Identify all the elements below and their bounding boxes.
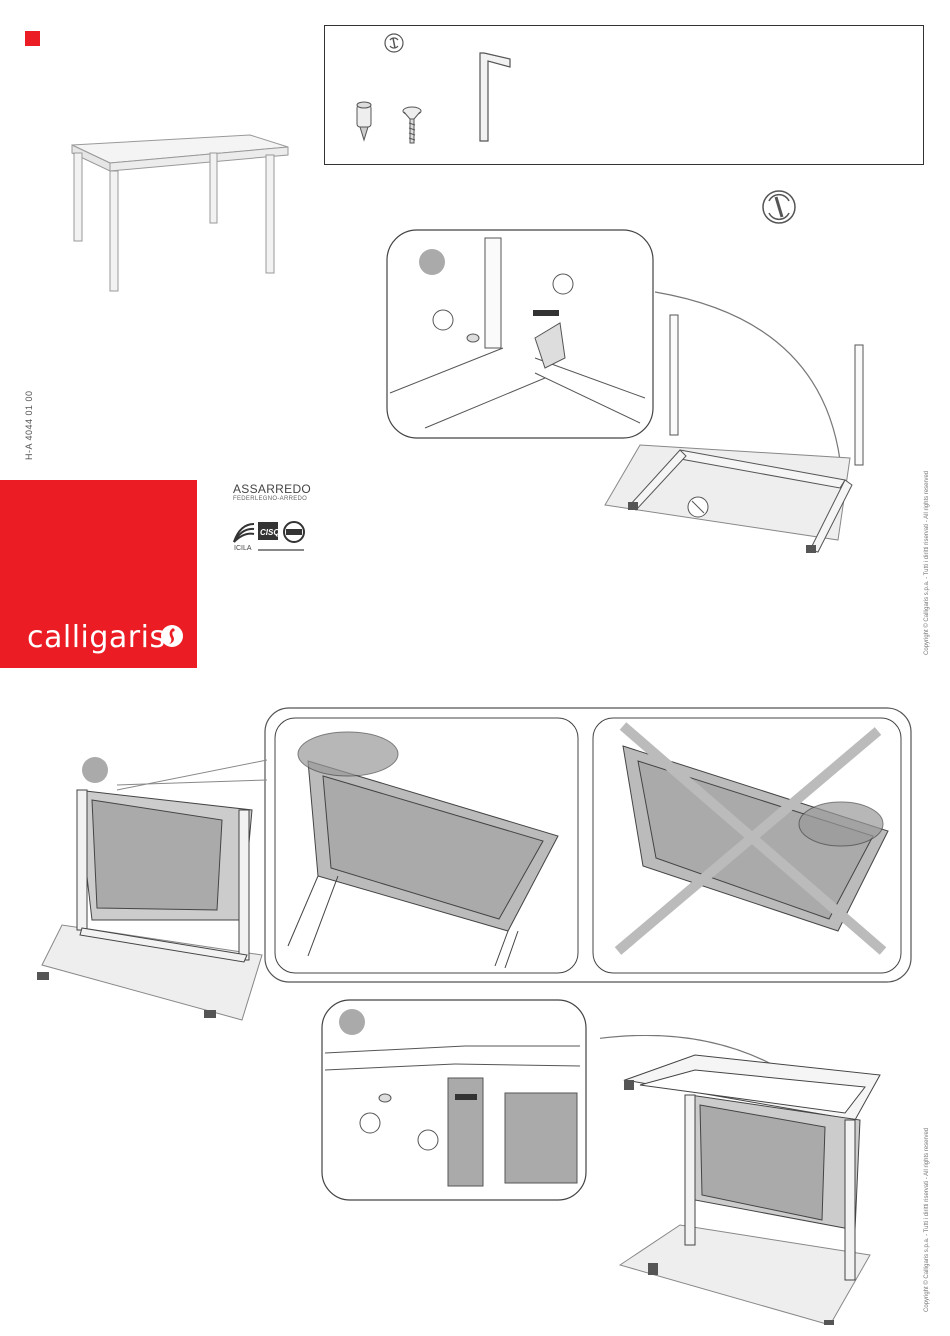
assarredo-label: ASSARREDO [233,482,311,496]
rotate-screw-icon [385,34,403,52]
callout-foot [433,310,453,330]
icila-label: ICILA [234,545,252,552]
allen-key-icon [480,53,510,141]
step-marker-1 [419,249,445,275]
copyright-text: Copyright © Calligaris s.p.a. - Tutti i … [924,1128,930,1312]
callout-screw [418,1130,438,1150]
callout-foot [360,1113,380,1133]
step-1-frame [600,280,920,570]
brand-accent-square [25,31,40,46]
screw-icon [403,107,421,143]
table-product-image [60,125,300,305]
step-marker-3 [339,1009,365,1035]
step-3-detail [320,998,588,1203]
rotate-screw-icon [757,187,801,227]
correct-orientation-panel [275,718,578,973]
calligaris-logo-icon [160,624,184,648]
step-marker-2 [82,757,108,783]
parts-list [324,25,924,165]
cisq-text: CISQ [260,528,280,537]
copyright-text: Copyright © Calligaris s.p.a. - Tutti i … [924,471,930,655]
icila-logo-icon [234,522,254,542]
assarredo-sub: FEDERLEGNO-ARREDO [233,496,307,502]
brand-name: calligaris [27,620,166,655]
incorrect-orientation-panel [593,718,901,973]
step-2-comparison [263,706,913,984]
step-3-frame [600,1035,920,1325]
step-2-frame [22,750,272,1025]
callout-screw [553,274,573,294]
document-code: H-A 4044 01 00 [24,380,38,460]
leveling-foot-icon [357,102,371,140]
